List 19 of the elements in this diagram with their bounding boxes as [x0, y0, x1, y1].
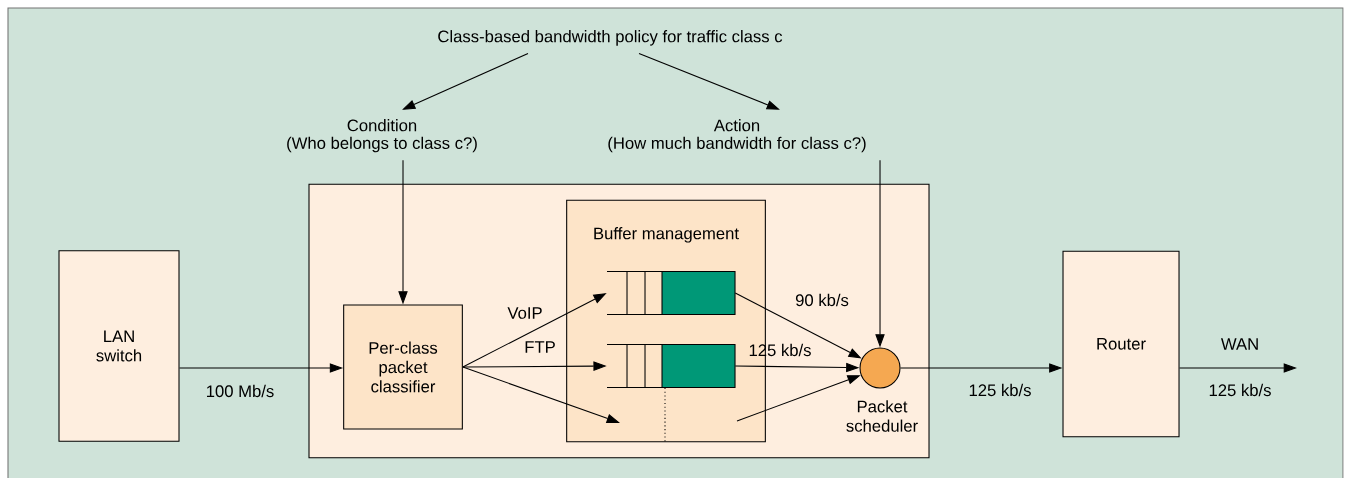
- edge-label: 90 kb/s: [795, 293, 849, 307]
- arrow: [462, 366, 620, 424]
- arrow: [638, 52, 780, 110]
- block-box: LAN switch: [58, 250, 180, 442]
- heading-text: Class-based bandwidth policy for traffic class c: [438, 30, 783, 46]
- node-label: Packet scheduler: [846, 400, 918, 432]
- policy-text: Condition (Who belongs to class c?): [287, 119, 477, 153]
- arrow: [402, 52, 529, 110]
- policy-text: Action (How much bandwidth for class c?): [608, 119, 866, 153]
- packet-queue: [606, 343, 736, 389]
- edge-label: 100 Mb/s: [207, 384, 274, 398]
- link-label: WAN: [1220, 338, 1258, 350]
- edge-label: 125 kb/s: [969, 383, 1031, 397]
- edge-label: FTP: [525, 341, 555, 353]
- block-box: Per-class packet classifier: [343, 304, 463, 430]
- packet-queue: [606, 270, 736, 316]
- block-box: Router: [1062, 250, 1180, 438]
- edge-label: 125 kb/s: [1209, 383, 1271, 397]
- edge-label: VoIP: [507, 307, 542, 319]
